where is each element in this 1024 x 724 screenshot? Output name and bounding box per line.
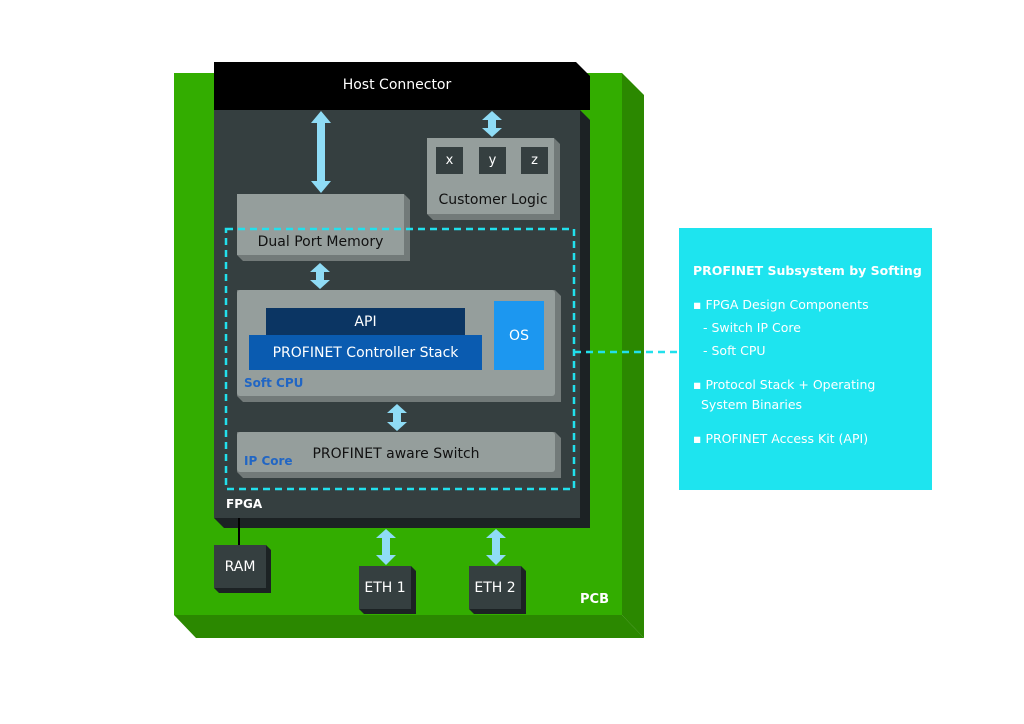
slot-x-label: x: [445, 153, 454, 168]
info-panel: PROFINET Subsystem by Softing ▪ FPGA Des…: [693, 261, 929, 449]
arrow-fpga-to-eth1: [376, 529, 396, 565]
switch-label: PROFINET aware Switch: [312, 446, 480, 462]
eth1-chip: [359, 566, 411, 609]
customer-logic-label: Customer Logic: [438, 192, 548, 208]
api-label: API: [354, 313, 377, 330]
info-subitem-soft-cpu: - Soft CPU: [703, 343, 766, 358]
info-item-fpga-components: ▪ FPGA Design Components: [693, 297, 869, 312]
info-panel-title: PROFINET Subsystem by Softing: [693, 263, 922, 278]
pcb-side: [622, 73, 644, 638]
arrow-host-to-customer-logic: [482, 111, 502, 137]
host-connector-shape: [214, 62, 590, 110]
info-panel-box: [679, 228, 932, 490]
host-connector-label: Host Connector: [342, 77, 452, 93]
ram-label: RAM: [224, 558, 256, 575]
api-layer: [266, 308, 465, 336]
pcb-bottom: [174, 615, 644, 638]
arrow-host-to-memory: [311, 111, 331, 193]
dual-port-memory-label: Dual Port Memory: [257, 234, 384, 250]
slot-z-box: [521, 147, 548, 174]
slot-y-label: y: [488, 153, 497, 168]
arrow-memory-to-cpu: [310, 263, 330, 289]
profinet-stack-label: PROFINET Controller Stack: [272, 344, 459, 361]
eth2-chip: [469, 566, 521, 609]
fpga-label: FPGA: [226, 497, 263, 511]
arrow-cpu-to-switch: [387, 404, 407, 431]
os-label: OS: [509, 327, 529, 344]
subsystem-boundary: [224, 227, 576, 491]
arrow-fpga-to-eth2: [486, 529, 506, 565]
info-item-access-kit: ▪ PROFINET Access Kit (API): [693, 431, 869, 446]
switch-block: [237, 432, 555, 472]
os-block: [494, 301, 544, 370]
info-subitem-switch-ip-core: - Switch IP Core: [703, 320, 801, 335]
fpga-side-shadow: [580, 110, 590, 528]
soft-cpu-label: Soft CPU: [244, 376, 304, 390]
eth1-label: ETH 1: [364, 579, 406, 596]
pcb-label: PCB: [580, 591, 609, 607]
dual-port-memory-block: [237, 194, 404, 255]
slot-x-box: [436, 147, 463, 174]
slot-y-box: [479, 147, 506, 174]
profinet-stack-layer: [249, 335, 482, 370]
eth2-label: ETH 2: [474, 579, 516, 596]
info-item-protocol-stack: ▪ Protocol Stack + Operating: [693, 377, 876, 392]
ram-chip: [214, 545, 266, 588]
ip-core-label: IP Core: [244, 454, 293, 468]
slot-z-label: z: [531, 153, 538, 168]
fpga-shadow: [214, 518, 590, 528]
info-item-protocol-stack-cont: System Binaries: [701, 397, 803, 412]
